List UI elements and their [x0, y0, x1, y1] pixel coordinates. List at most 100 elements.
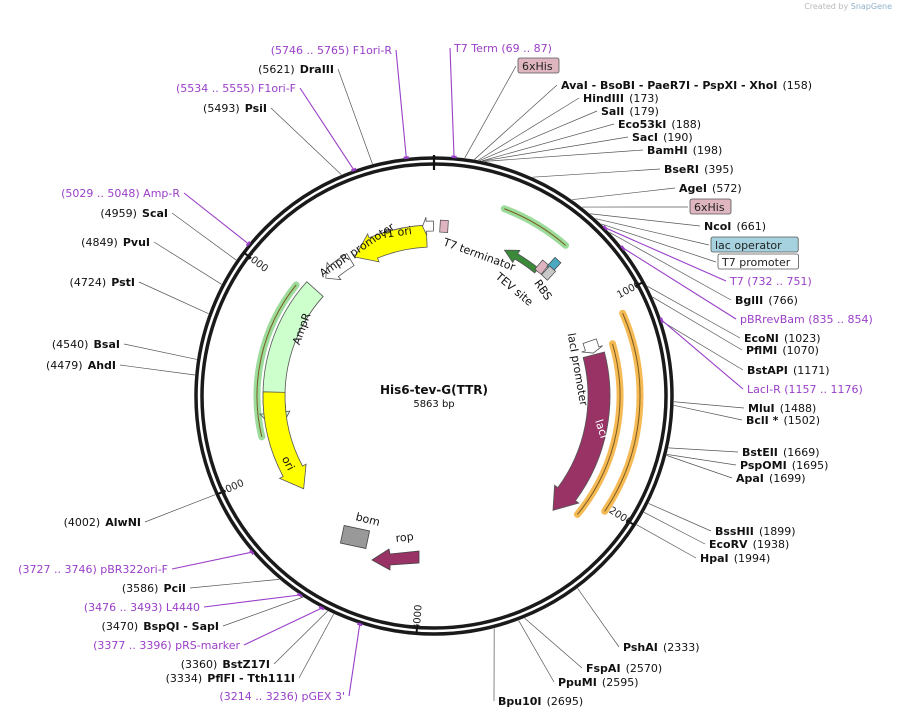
site-label-bspqi-sapi: (3470) BspQI - SapI [102, 615, 219, 634]
site-position: (1994) [734, 552, 771, 565]
site-label-pflfi-tth111i: (3334) PflFI - Tth111I [166, 667, 295, 686]
leader-line [661, 319, 744, 390]
feature-box-label: 6xHis [694, 201, 725, 214]
site-label-pvui: (4849) PvuI [81, 231, 150, 250]
site-name: EcoRV [709, 538, 748, 551]
credit-watermark: Created by SnapGene [804, 2, 892, 11]
primer-binding-mark [245, 241, 252, 247]
feature-box-label: 6xHis [522, 60, 553, 73]
leader-line [666, 455, 733, 479]
site-name: SacI [632, 131, 658, 144]
site-label-alwni: (4002) AlwNI [64, 511, 141, 530]
site-position: (179) [629, 105, 659, 118]
leader-line [189, 578, 280, 589]
primer-binding-mark [356, 622, 363, 627]
leader-line [518, 620, 555, 683]
site-position: (4959) [100, 207, 137, 220]
leader-line [482, 136, 629, 162]
site-label-avai-bsobi-paer7i-pspxi-xhoi: AvaI - BsoBI - PaeR7I - PspXI - XhoI (15… [561, 74, 812, 93]
site-name: PvuI [123, 236, 150, 249]
site-label-hpai: HpaI (1994) [700, 547, 770, 566]
site-name: FspAI [586, 662, 621, 675]
primer-binding-mark [318, 605, 325, 611]
site-label-ecorv: EcoRV (1938) [709, 533, 789, 552]
primer-binding-mark [297, 592, 303, 598]
site-name: BglII [735, 294, 763, 307]
credit-prefix: Created by [804, 2, 849, 11]
site-label-apai: ApaI (1699) [736, 467, 806, 486]
highlight-laci-inner-core [577, 343, 621, 515]
leader-line [673, 401, 745, 409]
feature-box-6xhis [689, 198, 732, 215]
leader-line [337, 68, 373, 165]
highlight-ampr-core [256, 284, 297, 437]
primer-label: (3727 .. 3746) pBR322ori-F [18, 563, 168, 576]
site-name: BspQI - SapI [143, 620, 219, 633]
f1-ori-arrow [354, 224, 428, 263]
feature-box-lac-operator [710, 236, 799, 253]
leader-line [668, 447, 739, 453]
site-name: BssHII [715, 525, 754, 538]
site-label-bsshii: BssHII (1899) [715, 520, 796, 539]
site-label-saci: SacI (190) [632, 126, 693, 145]
highlight-tev [500, 205, 570, 249]
primer-label: (5029 .. 5048) Amp-R [61, 187, 180, 200]
leader-line [395, 49, 407, 158]
feature-label-bom: bom [354, 510, 381, 529]
site-label-draiii: (5621) DraIII [258, 58, 334, 77]
site-position: (5493) [203, 102, 240, 115]
leader-line [652, 296, 743, 351]
his-marker [541, 265, 557, 281]
tick-1000 [634, 281, 644, 288]
site-position: (4849) [81, 236, 118, 249]
site-position: (1171) [793, 364, 830, 377]
site-label-bamhi: BamHI (198) [647, 139, 722, 158]
site-name: DraIII [300, 63, 334, 76]
primer-binding-mark [620, 245, 626, 251]
t7t-marker [439, 219, 449, 233]
site-label-agei: AgeI (572) [679, 177, 742, 196]
leader-line [171, 212, 237, 261]
site-name: MluI [748, 402, 775, 415]
leader-line [203, 594, 300, 608]
primer-binding-mark [350, 167, 357, 172]
leader-line [484, 149, 644, 162]
site-name: Bpu10I [498, 695, 542, 708]
leader-line [666, 454, 737, 466]
site-position: (1695) [792, 459, 829, 472]
leader-line [481, 123, 615, 162]
site-label-scai: (4959) ScaI [100, 202, 168, 221]
site-name: HindIII [583, 92, 624, 105]
site-name: BseRI [664, 163, 699, 176]
site-label-psti: (4724) PstI [70, 271, 135, 290]
primer-binding-mark [403, 156, 409, 160]
site-position: (2695) [547, 695, 584, 708]
site-name: SalI [601, 105, 624, 118]
primer-label: LacI-R (1157 .. 1176) [747, 383, 863, 396]
site-label-pcii: (3586) PciI [122, 577, 186, 596]
site-name: BstEII [742, 446, 778, 459]
site-name: BclI * [746, 414, 779, 427]
site-position: (188) [671, 118, 701, 131]
feature-box-6xhis [517, 57, 560, 74]
labels-layer: (5746 .. 5765) F1ori-R(5621) DraIII(5534… [18, 42, 873, 708]
tick-3000 [415, 624, 419, 634]
site-label-pshai: PshAI (2333) [623, 636, 700, 655]
leader-line [299, 87, 355, 171]
site-position: (3586) [122, 582, 159, 595]
site-position: (1488) [780, 402, 817, 415]
feature-highlights [253, 205, 644, 518]
tick-2000 [625, 519, 635, 526]
leader-line [622, 247, 737, 320]
leader-lines [119, 47, 745, 702]
site-label-bglii: BglII (766) [735, 289, 798, 308]
site-position: (1899) [759, 525, 796, 538]
leader-line [298, 613, 334, 679]
site-position: (3334) [166, 672, 203, 685]
tev-arrow [503, 249, 540, 274]
tick-label: 2000 [607, 505, 634, 528]
site-label-psii: (5493) PsiI [203, 97, 267, 116]
site-name: AlwNI [105, 516, 141, 529]
site-position: (1023) [784, 332, 821, 345]
